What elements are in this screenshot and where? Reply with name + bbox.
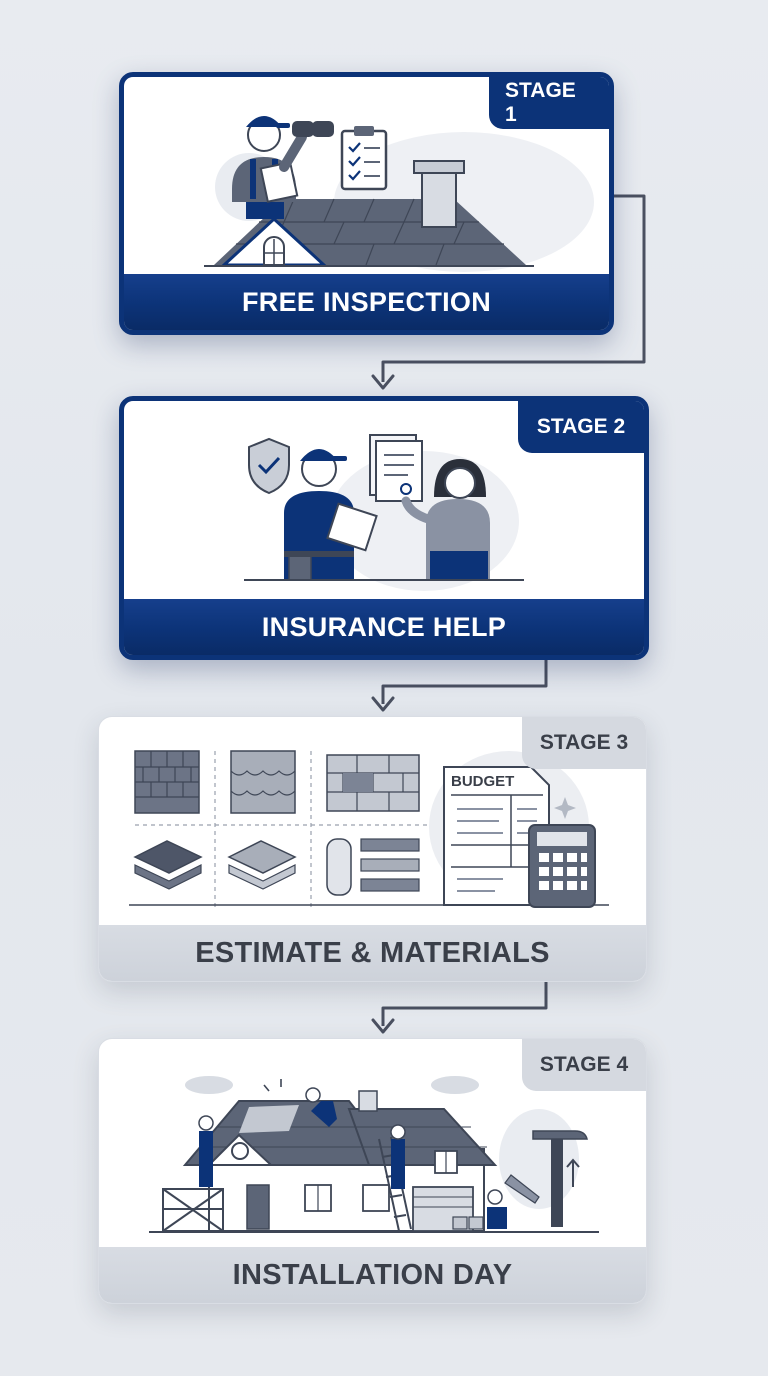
shingle-swatch-2 (230, 750, 296, 814)
budget-document-icon (443, 766, 550, 906)
bundle-2 (227, 840, 297, 890)
stage-4-title: INSTALLATION DAY (99, 1247, 646, 1303)
stage-4-card: STAGE 4 INSTALLATION DAY (98, 1038, 647, 1304)
arrowhead-3 (371, 1018, 395, 1034)
stage-4-badge: STAGE 4 (522, 1039, 646, 1091)
materials-illustration (129, 750, 609, 908)
shingle-swatch-1 (134, 750, 200, 814)
connector-2-3 (381, 660, 548, 704)
stage-2-card: STAGE 2 INSURANCE HELP (119, 396, 649, 660)
stage-1-title: FREE INSPECTION (124, 274, 609, 330)
brick-swatch (326, 754, 420, 812)
bundle-1 (133, 840, 203, 890)
calculator-icon (528, 824, 596, 908)
clipboard-checklist-icon (340, 126, 388, 191)
scaffolding (162, 1188, 224, 1232)
arrowhead-1 (371, 374, 395, 390)
arrowhead-2 (371, 696, 395, 712)
roll-and-planks (326, 838, 420, 896)
up-arrow-icon (566, 1158, 580, 1187)
document-icon (369, 434, 423, 502)
stage-3-title: ESTIMATE & MATERIALS (99, 925, 646, 981)
hammer-icon (504, 1130, 588, 1227)
stage-1-badge: STAGE 1 (489, 77, 609, 129)
budget-label: BUDGET (451, 773, 515, 790)
connector-3-4 (381, 982, 548, 1026)
insurance-illustration (244, 434, 524, 591)
stage-3-badge: STAGE 3 (522, 717, 646, 769)
stage-1-card: STAGE 1 FREE INSPECTION (119, 72, 614, 335)
stage-2-badge: STAGE 2 (518, 401, 644, 453)
inspection-illustration (204, 116, 594, 272)
stage-3-card: BUDGET STAGE 3 ESTIMATE & MATERIALS (98, 716, 647, 982)
installation-illustration (149, 1076, 599, 1233)
binoculars-icon (312, 121, 334, 137)
stage-2-title: INSURANCE HELP (124, 599, 644, 655)
shield-check-icon (248, 437, 290, 495)
